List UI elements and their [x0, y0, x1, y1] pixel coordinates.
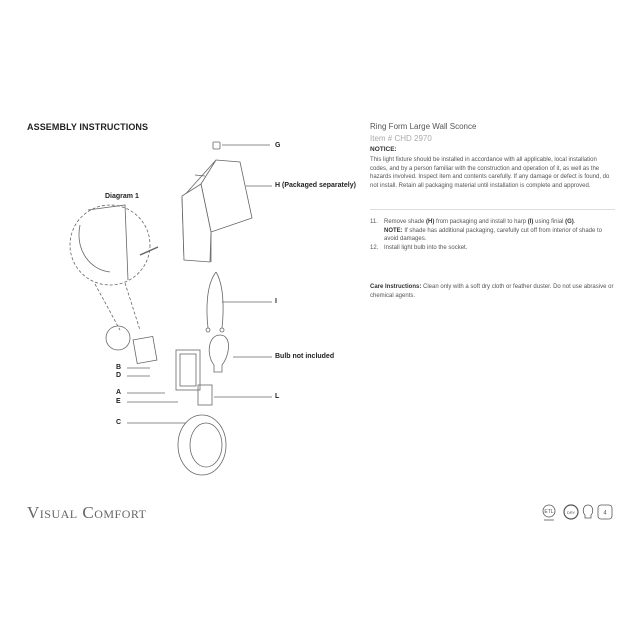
etl-listed-icon: ETL	[542, 504, 556, 521]
product-title: Ring Form Large Wall Sconce	[370, 122, 477, 131]
item-number: Item # CHD 2970	[370, 134, 432, 143]
svg-text:DRY: DRY	[567, 510, 576, 515]
svg-text:4: 4	[603, 511, 607, 517]
note-label: NOTE:	[384, 227, 403, 234]
svg-text:ETL: ETL	[544, 509, 553, 515]
steps-list: 11. Remove shade (H) from packaging and …	[370, 218, 615, 252]
bulb-icon	[582, 504, 594, 519]
label-b: B	[116, 364, 122, 371]
notice-heading: NOTICE:	[370, 146, 397, 153]
label-a: A	[116, 389, 122, 396]
label-c: C	[116, 419, 122, 426]
section-heading: ASSEMBLY INSTRUCTIONS	[27, 122, 149, 132]
notice-body: This light fixture should be installed i…	[370, 157, 610, 189]
ring-icon	[177, 414, 227, 476]
diagram-title: Diagram 1	[105, 193, 139, 200]
bulb-icon	[208, 334, 229, 373]
label-i: I	[275, 298, 277, 305]
brand-logo: Visual Comfort	[27, 503, 147, 522]
step-11: 11. Remove shade (H) from packaging and …	[370, 219, 603, 243]
label-d: D	[116, 372, 122, 379]
certification-icons: ETL DRY 4	[542, 504, 613, 521]
harp-i-icon	[206, 271, 224, 329]
finial-g-icon	[212, 141, 221, 150]
detail-circle-icon	[69, 204, 151, 286]
label-e: E	[116, 398, 121, 405]
label-h: H (Packaged separately)	[275, 182, 356, 189]
bulb-count-icon: 4	[597, 504, 613, 520]
care-instructions: Care Instructions: Clean only with a sof…	[370, 284, 614, 299]
divider	[370, 209, 615, 210]
label-bulb: Bulb not included	[275, 353, 335, 360]
dry-rated-icon: DRY	[563, 504, 579, 520]
step-12: 12. Install light bulb into the socket.	[370, 244, 468, 251]
label-l: L	[275, 393, 280, 400]
label-g: G	[275, 142, 281, 149]
